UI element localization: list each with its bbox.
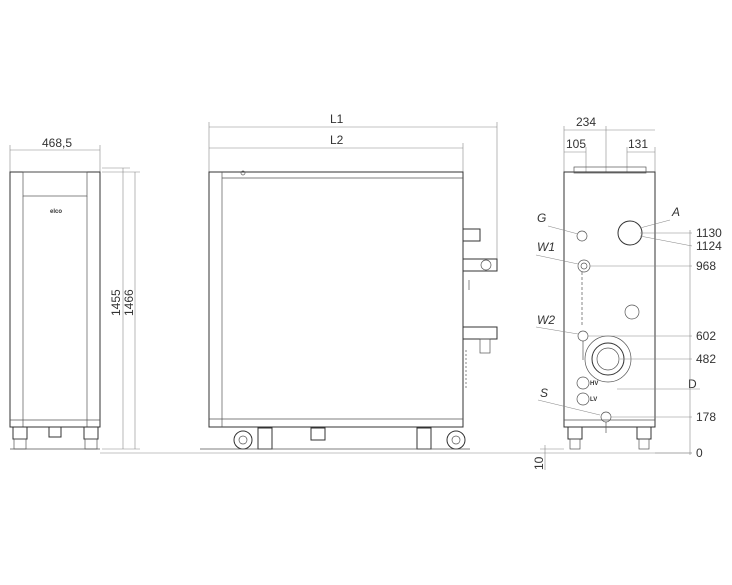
length-dimension-l2: L2 xyxy=(330,133,344,147)
rear-dim-968: 968 xyxy=(696,259,716,273)
side-view: L1 L2 xyxy=(200,112,498,450)
front-foot-right xyxy=(83,426,99,440)
label-d: D xyxy=(688,377,697,391)
connection-g xyxy=(576,230,588,242)
rear-dim-1130: 1130 xyxy=(696,226,722,240)
side-cabinet xyxy=(208,171,464,428)
label-w1: W1 xyxy=(537,240,555,254)
port-lv xyxy=(576,392,590,406)
label-g: G xyxy=(537,211,546,225)
lv-label: LV xyxy=(590,397,597,403)
label-a: A xyxy=(671,205,680,219)
rear-cabinet xyxy=(563,171,656,428)
rear-dim-0: 0 xyxy=(696,446,703,460)
rear-dim-602: 602 xyxy=(696,329,716,343)
side-wheel-front xyxy=(233,430,253,450)
side-pipe-upper xyxy=(462,228,481,242)
rear-dim-178: 178 xyxy=(696,410,716,424)
side-pipe-lower xyxy=(462,326,498,340)
length-dimension-l1: L1 xyxy=(330,112,344,126)
front-view: 468,5 elco 1455 1466 xyxy=(9,136,140,450)
side-wheel-rear xyxy=(446,430,466,450)
front-foot-left xyxy=(12,426,28,440)
rear-dim-234: 234 xyxy=(576,115,596,129)
elco-logo: elco xyxy=(50,209,62,215)
height-dimension-1466: 1466 xyxy=(122,289,136,316)
label-w2: W2 xyxy=(537,313,555,327)
port-hv xyxy=(576,376,590,390)
front-drain xyxy=(48,426,62,438)
rear-dim-131: 131 xyxy=(628,137,648,151)
rear-dim-482: 482 xyxy=(696,352,716,366)
front-width-dimension: 468,5 xyxy=(42,136,72,150)
front-cabinet xyxy=(9,171,101,428)
height-dimension-1455: 1455 xyxy=(109,289,123,316)
connection-a xyxy=(617,220,643,246)
rear-dim-105: 105 xyxy=(566,137,586,151)
label-s: S xyxy=(540,386,548,400)
side-pipe-gas xyxy=(462,258,498,272)
hv-label: HV xyxy=(590,381,598,387)
clearance-dimension: 10 xyxy=(532,456,546,470)
rear-view: 234 105 131 HV LV G xyxy=(100,115,722,470)
rear-dim-1124: 1124 xyxy=(696,239,722,253)
